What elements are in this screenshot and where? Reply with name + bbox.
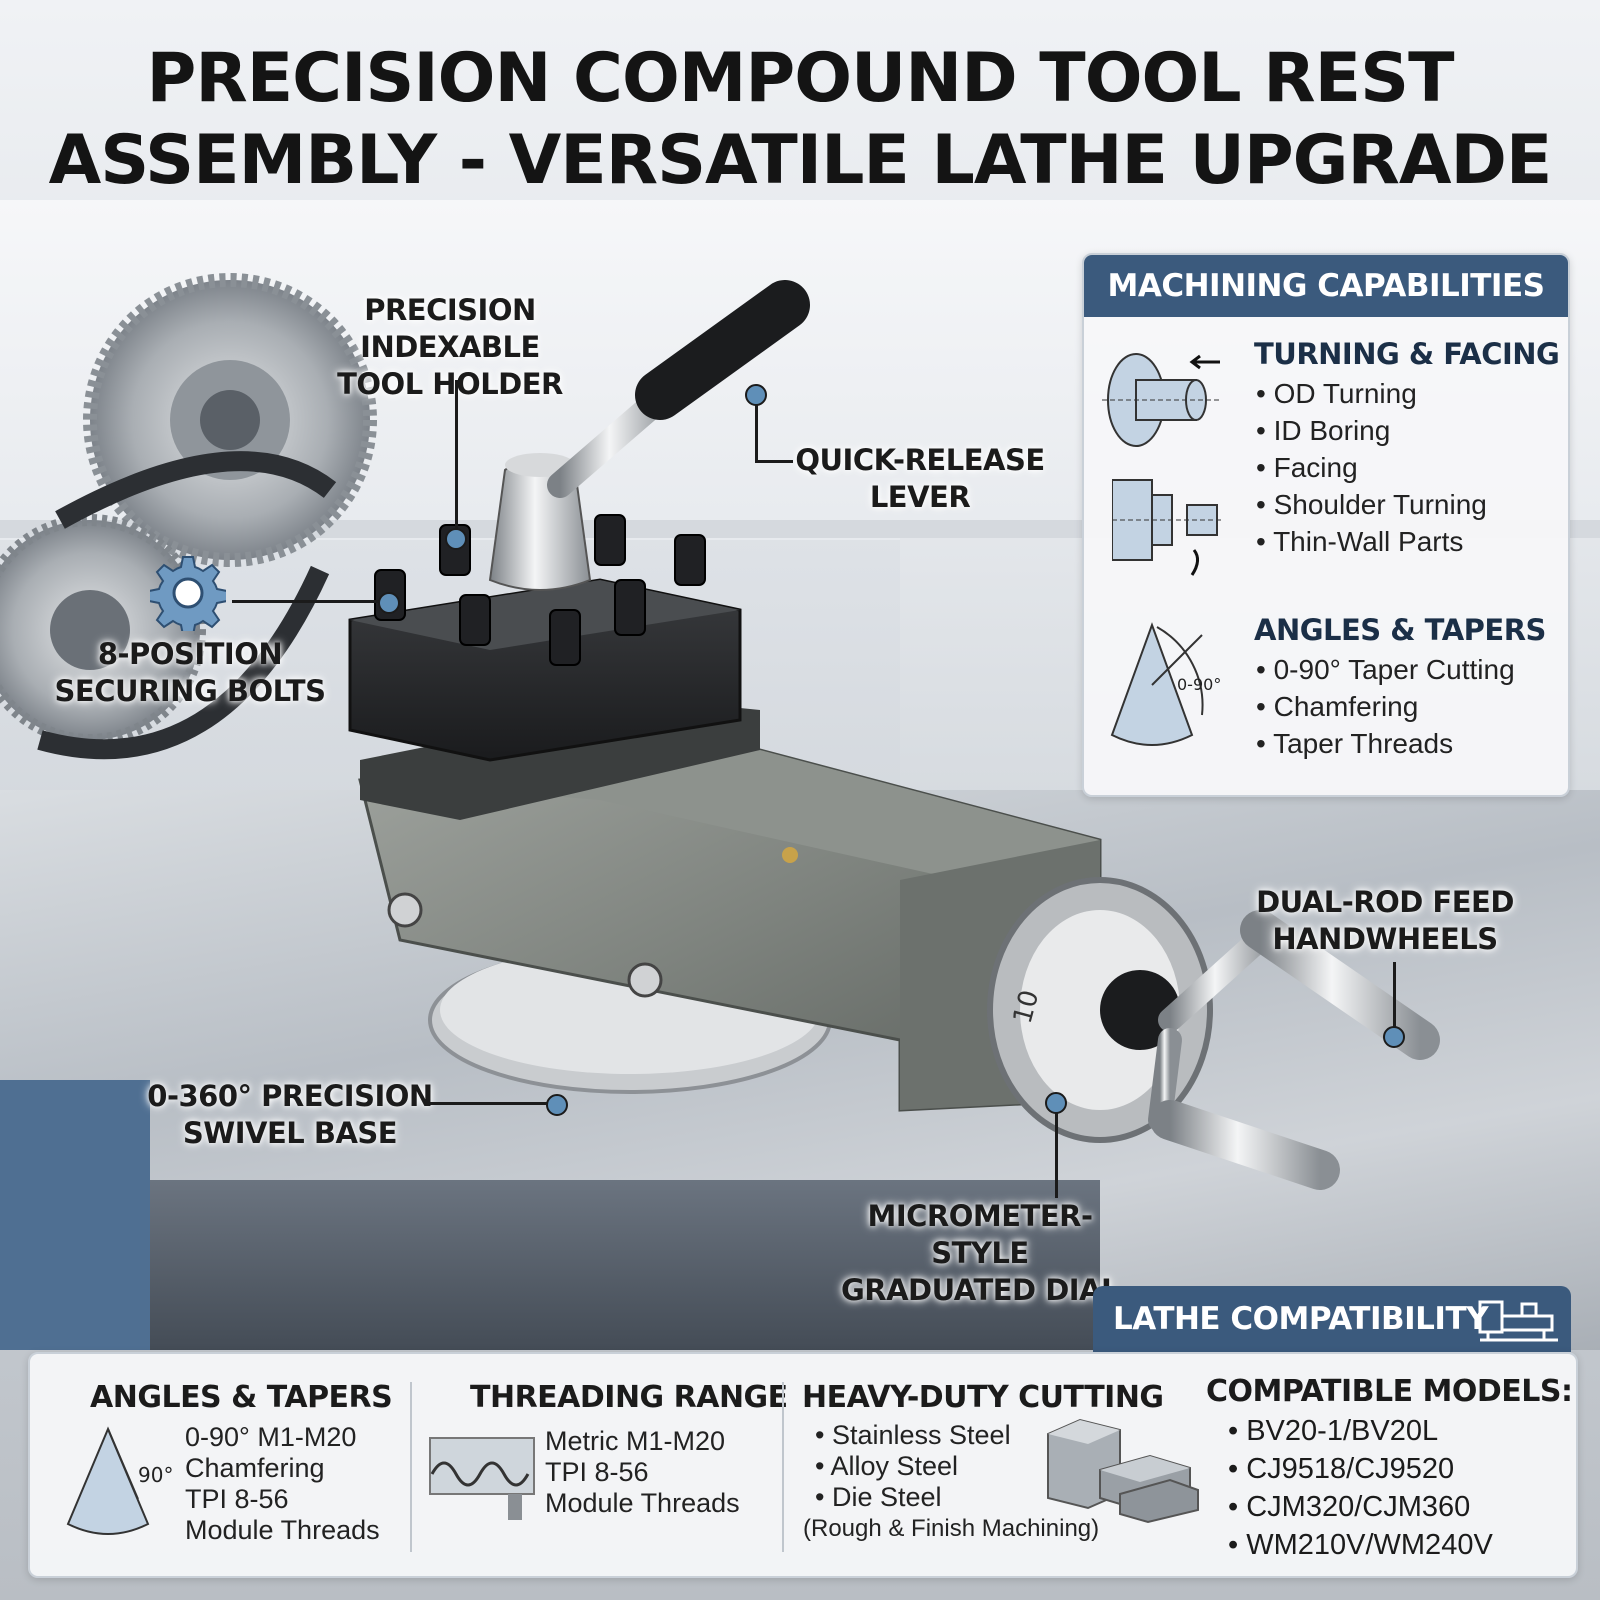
heavy-duty-cutting-title: HEAVY-DUTY CUTTING — [802, 1380, 1164, 1415]
lathe-icon — [1478, 1300, 1558, 1342]
list-item: BV20-1/BV20L — [1228, 1412, 1493, 1450]
callout-quick-release-lever: QUICK-RELEASE LEVER — [790, 442, 1050, 516]
list-item: Alloy Steel — [815, 1451, 1011, 1482]
machining-capabilities-panel: MACHINING CAPABILITIES 0-90° TURNING & F… — [1082, 253, 1570, 797]
compatible-models-title: COMPATIBLE MODELS: — [1206, 1374, 1573, 1409]
callout-dot — [745, 384, 767, 406]
compatible-models-list: BV20-1/BV20L CJ9518/CJ9520 CJM320/CJM360… — [1228, 1412, 1493, 1564]
list-item: Stainless Steel — [815, 1420, 1011, 1451]
callout-dot — [378, 592, 400, 614]
leader-line — [755, 400, 758, 462]
callout-dot — [1045, 1092, 1067, 1114]
turning-facing-title: TURNING & FACING — [1254, 337, 1560, 371]
threading-range-title: THREADING RANGE — [470, 1380, 788, 1415]
cone-angle-label: 0-90° — [1177, 675, 1221, 694]
title-line-1: PRECISION COMPOUND TOOL REST — [146, 39, 1455, 118]
callout-dial-line-1: MICROMETER-STYLE — [867, 1199, 1093, 1270]
callout-handwheels-line-2: HANDWHEELS — [1272, 922, 1498, 956]
list-item: CJ9518/CJ9520 — [1228, 1450, 1493, 1488]
callout-dot — [445, 528, 467, 550]
callout-dial-line-2: GRADUATED DIAL — [840, 1273, 1120, 1307]
list-item: OD Turning — [1256, 375, 1487, 412]
capabilities-header: MACHINING CAPABILITIES — [1084, 255, 1568, 317]
gear-icon — [150, 556, 226, 631]
callout-graduated-dial: MICROMETER-STYLE GRADUATED DIAL — [820, 1198, 1140, 1309]
cutting-materials-list: Stainless Steel Alloy Steel Die Steel — [815, 1420, 1011, 1513]
lathe-compatibility-header: LATHE COMPATIBILITY — [1113, 1301, 1489, 1337]
compat-angles-text: 0-90° M1-M20 Chamfering TPI 8-56 Module … — [185, 1422, 380, 1546]
list-item: Thin-Wall Parts — [1256, 523, 1487, 560]
section-divider — [410, 1382, 412, 1552]
compat-angles-line: Chamfering — [185, 1453, 325, 1483]
callout-securing-bolts: 8-POSITION SECURING BOLTS — [50, 636, 330, 710]
leader-line — [455, 380, 458, 530]
leader-line — [232, 600, 382, 603]
section-divider — [782, 1382, 784, 1552]
list-item: ID Boring — [1256, 412, 1487, 449]
callout-tool-holder: PRECISION INDEXABLE TOOL HOLDER — [270, 292, 630, 403]
callout-bolts-line-2: SECURING BOLTS — [54, 674, 326, 708]
cone-icon: 0-90° — [1110, 622, 1221, 746]
thread-icon — [429, 1437, 535, 1520]
compat-angles-line: Module Threads — [185, 1515, 380, 1545]
list-item: Taper Threads — [1256, 725, 1515, 762]
list-item: Chamfering — [1256, 688, 1515, 725]
gear-train-image — [0, 273, 377, 760]
steel-blocks-icon — [1047, 1418, 1199, 1524]
leader-line — [428, 1102, 548, 1105]
callout-bolts-line-1: 8-POSITION — [97, 637, 283, 671]
list-item: WM210V/WM240V — [1228, 1526, 1493, 1564]
list-item: CJM320/CJM360 — [1228, 1488, 1493, 1526]
callout-swivel-base: 0-360° PRECISION SWIVEL BASE — [140, 1078, 440, 1152]
angles-tapers-list: 0-90° Taper Cutting Chamfering Taper Thr… — [1256, 651, 1515, 762]
list-item: 0-90° Taper Cutting — [1256, 651, 1515, 688]
callout-tool-holder-line-1: PRECISION INDEXABLE — [360, 293, 540, 364]
cutting-note: (Rough & Finish Machining) — [803, 1515, 1100, 1542]
leader-line — [1393, 962, 1396, 1030]
threading-line: Metric M1-M20 — [545, 1426, 726, 1456]
callout-dot — [1383, 1026, 1405, 1048]
list-item: Shoulder Turning — [1256, 486, 1487, 523]
lathe-bed-ways — [0, 1180, 1100, 1350]
angles-tapers-title: ANGLES & TAPERS — [1254, 613, 1546, 647]
callout-swivel-line-1: 0-360° PRECISION — [147, 1079, 433, 1113]
threading-line: TPI 8-56 — [545, 1457, 649, 1487]
callout-handwheels-line-1: DUAL-ROD FEED — [1256, 885, 1514, 919]
compound-tool-rest-image: 10 — [348, 280, 1440, 1190]
callout-lever-line-2: LEVER — [869, 480, 971, 514]
cone-icon: 90° — [66, 1426, 173, 1535]
leader-line — [755, 460, 793, 463]
title-line-2: ASSEMBLY - VERSATILE LATHE UPGRADE — [48, 121, 1553, 200]
lathe-compatibility-panel: ANGLES & TAPERS 90° 0-90° M1-M20 Chamfer… — [28, 1352, 1578, 1578]
callout-handwheels: DUAL-ROD FEED HANDWHEELS — [1240, 884, 1530, 958]
list-item: Die Steel — [815, 1482, 1011, 1513]
lathe-compatibility-tab: LATHE COMPATIBILITY — [1093, 1286, 1571, 1352]
list-item: Facing — [1256, 449, 1487, 486]
page-title: PRECISION COMPOUND TOOL REST ASSEMBLY - … — [0, 38, 1600, 202]
turning-icon — [1102, 353, 1220, 447]
callout-lever-line-1: QUICK-RELEASE — [795, 443, 1045, 477]
leader-line — [1055, 1108, 1058, 1198]
callout-swivel-line-2: SWIVEL BASE — [182, 1116, 398, 1150]
compat-cone-angle-label: 90° — [138, 1463, 173, 1487]
compat-angles-line: TPI 8-56 — [185, 1484, 289, 1514]
threading-line: Module Threads — [545, 1488, 740, 1518]
callout-dot — [546, 1094, 568, 1116]
callout-tool-holder-line-2: TOOL HOLDER — [337, 367, 563, 401]
facing-icon — [1112, 479, 1222, 576]
lathe-bed-casting — [0, 1080, 150, 1350]
threading-range-text: Metric M1-M20 TPI 8-56 Module Threads — [545, 1426, 740, 1519]
compat-angles-line: 0-90° M1-M20 — [185, 1422, 357, 1452]
compat-angles-title: ANGLES & TAPERS — [90, 1380, 393, 1415]
turning-facing-list: OD Turning ID Boring Facing Shoulder Tur… — [1256, 375, 1487, 560]
